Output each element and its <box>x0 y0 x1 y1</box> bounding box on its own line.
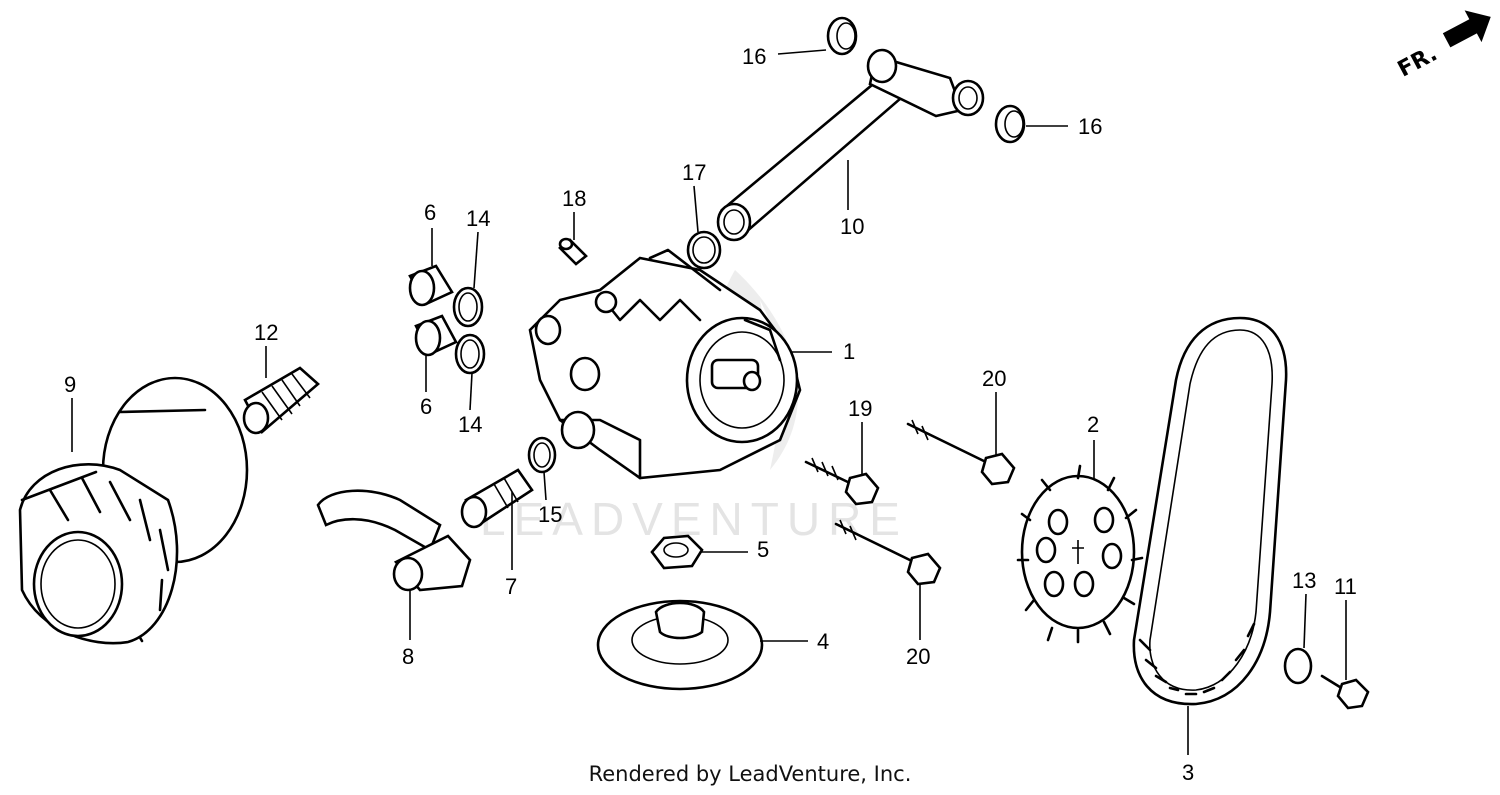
part-16-o-ring-upper <box>826 16 858 56</box>
callout-11: 11 <box>1334 574 1357 599</box>
part-1-oil-pump <box>528 248 802 480</box>
callout-6-upper: 6 <box>424 200 436 225</box>
part-10-oil-pipe <box>716 48 985 242</box>
part-20-bolt-lower <box>834 519 942 586</box>
callout-18: 18 <box>562 186 586 211</box>
part-3-drive-chain <box>1132 316 1288 706</box>
callout-20-upper: 20 <box>982 366 1006 391</box>
callout-19: 19 <box>848 396 872 421</box>
callout-10: 10 <box>840 214 864 239</box>
callout-4: 4 <box>817 629 829 654</box>
part-7-fitting <box>460 468 534 529</box>
part-14-o-ring-upper <box>452 286 484 328</box>
part-12-joint-nipple <box>242 366 320 435</box>
callout-14-upper: 14 <box>466 206 490 231</box>
callout-1: 1 <box>843 339 855 364</box>
callout-15: 15 <box>538 502 562 527</box>
callout-16-right: 16 <box>1078 114 1102 139</box>
front-direction-label: FR. <box>1394 41 1442 82</box>
part-9-oil-filter <box>18 376 249 645</box>
callout-20-lower: 20 <box>906 644 930 669</box>
callout-9: 9 <box>64 372 76 397</box>
callout-16-upper: 16 <box>742 44 766 69</box>
leader-lines <box>71 49 1347 755</box>
part-20-bolt-upper <box>906 419 1016 486</box>
part-19-bolt <box>804 457 880 506</box>
credit-text: Rendered by LeadVenture, Inc. <box>588 762 912 786</box>
part-6-collar-lower <box>414 314 458 357</box>
part-14-o-ring-lower <box>454 333 486 375</box>
part-4-plate <box>596 599 764 691</box>
part-6-collar-upper <box>408 264 454 307</box>
callout-12: 12 <box>254 320 278 345</box>
callout-17: 17 <box>682 160 706 185</box>
callout-13: 13 <box>1292 568 1316 593</box>
part-18-dowel-pin <box>558 237 588 266</box>
part-17-o-ring <box>686 230 722 270</box>
part-8-oil-strainer <box>316 489 472 592</box>
callout-8: 8 <box>402 644 414 669</box>
part-5-nut <box>650 534 704 570</box>
part-2-sprocket <box>1016 464 1144 644</box>
callout-14-lower: 14 <box>458 412 482 437</box>
part-16-o-ring-right <box>994 104 1026 144</box>
callout-3: 3 <box>1182 760 1194 785</box>
part-13-washer <box>1283 647 1313 685</box>
front-arrow-icon <box>1442 10 1491 48</box>
front-direction-marker: FR. <box>1394 10 1491 83</box>
part-15-o-ring <box>527 436 557 474</box>
callout-7: 7 <box>505 574 517 599</box>
part-11-bolt <box>1320 674 1370 710</box>
callout-6-lower: 6 <box>420 394 432 419</box>
callout-5: 5 <box>757 537 769 562</box>
callout-2: 2 <box>1087 412 1099 437</box>
